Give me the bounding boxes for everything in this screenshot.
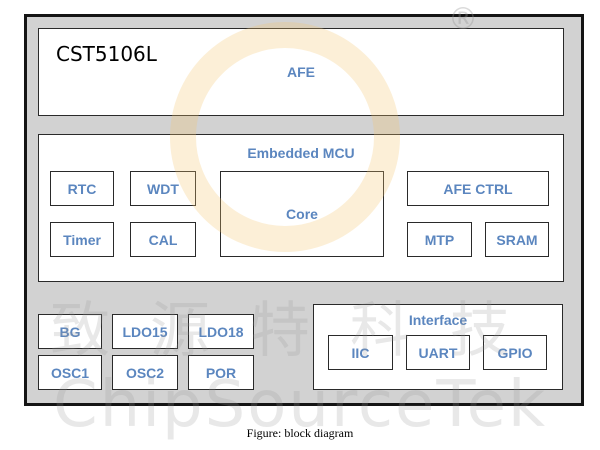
rtc-block: RTC <box>50 171 114 206</box>
figure-caption: Figure: block diagram <box>246 426 354 440</box>
ldo15-block: LDO15 <box>112 314 178 349</box>
cal-block: CAL <box>130 222 196 257</box>
iic-block: IIC <box>328 335 393 370</box>
afe-ctrl-block: AFE CTRL <box>407 171 549 206</box>
interface-title: Interface <box>408 312 468 328</box>
ldo18-block: LDO18 <box>188 314 254 349</box>
osc1-block: OSC1 <box>38 355 102 390</box>
watermark-logo-icon <box>170 22 400 252</box>
watermark-latin: ChipSourceTek <box>52 368 548 442</box>
osc2-block: OSC2 <box>112 355 178 390</box>
watermark-registered: ® <box>448 2 478 37</box>
mtp-block: MTP <box>407 222 472 257</box>
watermark-cjk: 致源特科技 <box>50 296 550 366</box>
bg-block: BG <box>38 314 102 349</box>
por-block: POR <box>188 355 254 390</box>
gpio-block: GPIO <box>483 335 547 370</box>
part-number: CST5106L <box>56 42 157 66</box>
uart-block: UART <box>406 335 470 370</box>
timer-block: Timer <box>50 222 114 257</box>
sram-block: SRAM <box>485 222 549 257</box>
